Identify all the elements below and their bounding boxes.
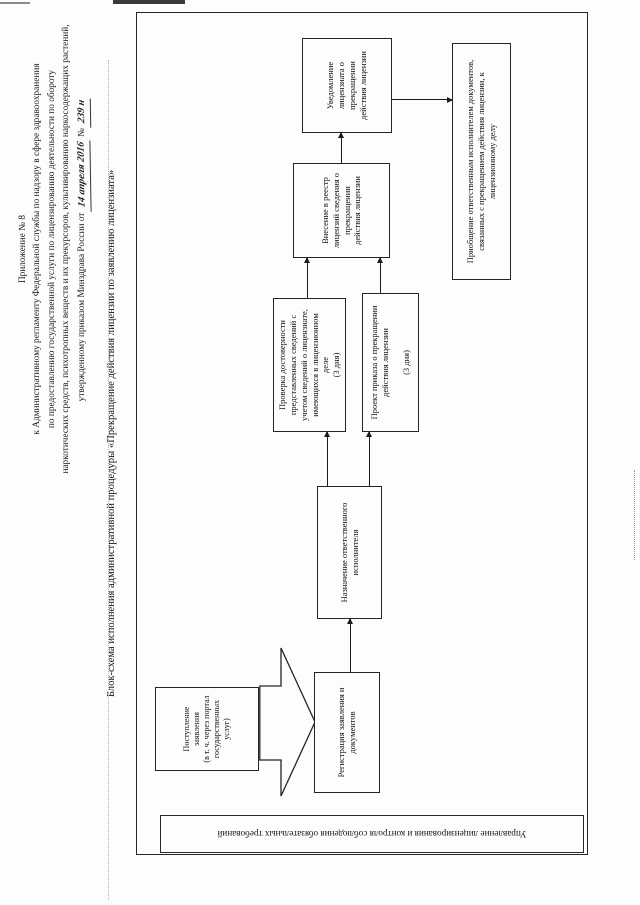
scan-artifact-dotted-mark: [634, 470, 637, 560]
scan-artifact-strip: [113, 0, 185, 4]
header-line-2: к Административному регламенту Федеральн…: [32, 63, 43, 435]
approved-prefix: утвержденному приказом Минздрава России …: [76, 212, 87, 402]
arrow-notification-to-attachment: [392, 98, 452, 100]
scan-artifact-dotted-edge: [108, 60, 109, 900]
number-sign: №: [76, 128, 87, 137]
registration-box: Регистрация заявления и документов: [314, 672, 380, 793]
arrow-draft-order-to-registry: [380, 258, 382, 293]
attachment-box: Приобщение ответственным исполнителем до…: [452, 43, 511, 280]
swimlane-label: Управление лицензирования и контроля соб…: [217, 829, 527, 839]
arrow-assignment-to-verification: [327, 432, 329, 486]
draft-order-box: Проект приказа о прекращении действия ли…: [362, 293, 419, 432]
notification-box: Уведомление лицензиата о прекращении дей…: [302, 38, 392, 133]
handwritten-date: 14 апреля 2016: [73, 137, 91, 213]
scan-artifact-line: [0, 2, 30, 4]
appendix-number: Приложение № 8: [18, 214, 28, 284]
header-line-5: утвержденному приказом Минздрава России …: [73, 18, 91, 480]
arrow-registry-to-notification: [341, 133, 343, 163]
arrow-registration-to-assignment: [350, 619, 352, 672]
intake-box: Поступление заявления (в т. ч. через пор…: [155, 687, 259, 771]
arrow-verification-to-registry: [307, 258, 309, 298]
header-line-4: наркотических средств, психотропных веще…: [61, 24, 72, 474]
appendix-header: Приложение № 8 к Административному регла…: [16, 18, 91, 480]
big-block-arrow: [259, 647, 316, 797]
verification-box: Проверка достоверности представленных св…: [273, 298, 346, 432]
handwritten-number: 239 н: [73, 95, 91, 128]
registry-box: Внесение в реестр лицензий сведения о пр…: [293, 163, 390, 258]
arrow-assignment-to-draft-order: [369, 432, 371, 486]
assignment-box: Назначение ответственного исполнителя: [317, 486, 382, 619]
header-line-3: по предоставлению государственной услуги…: [46, 69, 57, 429]
